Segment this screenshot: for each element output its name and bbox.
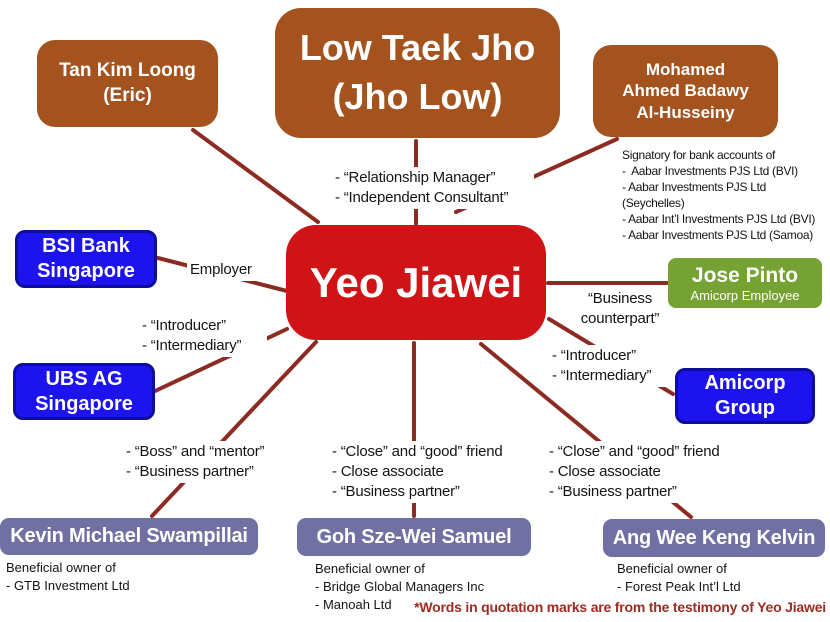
node-goh-samuel: Goh Sze-Wei Samuel <box>297 518 531 556</box>
node-bsi-bank: BSI Bank Singapore <box>15 230 157 288</box>
note-goh-beneficial-owner: Beneficial owner of - Bridge Global Mana… <box>315 561 485 613</box>
footnote-quotation-disclaimer: *Words in quotation marks are from the t… <box>414 599 826 615</box>
edge-label-goh-close-friend: - “Close” and “good” friend - Close asso… <box>329 441 531 503</box>
node-bsi-bank-label: BSI Bank Singapore <box>37 235 135 282</box>
connector-yeo-kevin <box>150 340 318 518</box>
node-ang-kelvin-label: Ang Wee Keng Kelvin <box>612 526 816 549</box>
edge-label-amicorp-introducer: - “Introducer” - “Intermediary” <box>549 345 677 387</box>
node-tan-kim-loong: Tan Kim Loong (Eric) <box>37 40 218 127</box>
node-amicorp-group: Amicorp Group <box>675 368 815 424</box>
edge-label-kevin-boss-mentor: - “Boss” and “mentor” - “Business partne… <box>123 441 289 483</box>
note-ang-beneficial-owner: Beneficial owner of - Forest Peak Int’l … <box>617 561 741 595</box>
note-kevin-beneficial-owner: Beneficial owner of - GTB Investment Ltd <box>6 560 130 594</box>
note-mohamed-signatory: Signatory for bank accounts of - Aabar I… <box>622 148 816 243</box>
node-mohamed-al-husseiny-label: Mohamed Ahmed Badawy Al-Husseiny <box>622 59 749 122</box>
node-kevin-swampillai-label: Kevin Michael Swampillai <box>10 525 248 547</box>
node-jho-low: Low Taek Jho (Jho Low) <box>275 8 560 138</box>
node-mohamed-al-husseiny: Mohamed Ahmed Badawy Al-Husseiny <box>593 45 778 137</box>
node-jose-pinto: Jose Pinto Amicorp Employee <box>668 258 822 308</box>
node-kevin-swampillai: Kevin Michael Swampillai <box>0 518 258 555</box>
node-yeo-jiawei: Yeo Jiawei <box>286 225 546 340</box>
edge-label-bsi-employer: Employer <box>187 259 255 281</box>
connector-yeo-tan <box>191 128 320 224</box>
node-goh-samuel-label: Goh Sze-Wei Samuel <box>316 525 512 548</box>
edge-label-ubs-introducer: - “Introducer” - “Intermediary” <box>139 315 267 357</box>
node-jose-pinto-subtitle: Amicorp Employee <box>690 287 800 303</box>
node-amicorp-group-label: Amicorp Group <box>704 372 786 419</box>
edge-label-jose-counterpart: “Business counterpart” <box>570 288 670 330</box>
node-tan-kim-loong-label: Tan Kim Loong (Eric) <box>59 59 196 106</box>
node-jho-low-label: Low Taek Jho (Jho Low) <box>299 27 536 117</box>
node-ubs-ag: UBS AG Singapore <box>13 363 155 420</box>
edge-label-jho-relationship: - “Relationship Manager” - “Independent … <box>332 167 534 209</box>
node-jose-pinto-label: Jose Pinto <box>691 263 799 287</box>
edge-label-ang-close-friend: - “Close” and “good” friend - Close asso… <box>546 441 748 503</box>
node-yeo-jiawei-label: Yeo Jiawei <box>309 258 523 306</box>
node-ubs-ag-label: UBS AG Singapore <box>35 367 133 415</box>
node-ang-kelvin: Ang Wee Keng Kelvin <box>603 519 825 557</box>
